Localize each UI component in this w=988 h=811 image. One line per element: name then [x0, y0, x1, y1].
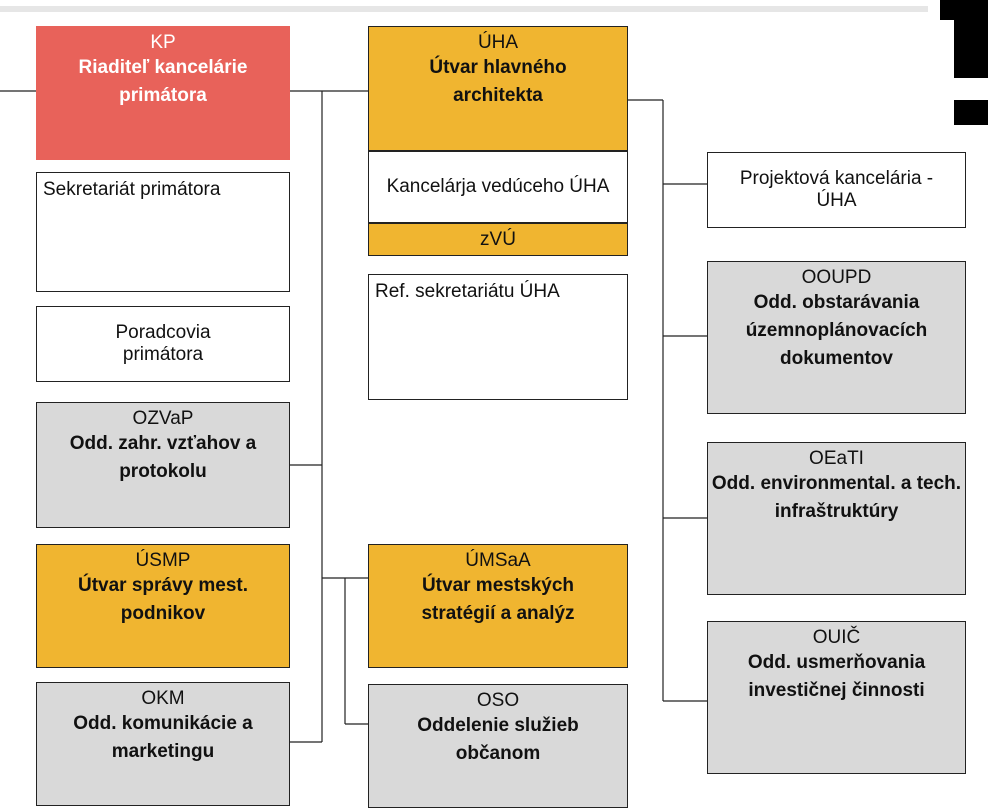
- uha-box: ÚHA Útvar hlavného architekta: [368, 26, 628, 151]
- umsaa-code: ÚMSaA: [465, 550, 531, 571]
- usmp-box: ÚSMP Útvar správy mest. podnikov: [36, 544, 290, 668]
- oso-name: Oddelenie služieb občanom: [417, 715, 579, 764]
- top-divider: [0, 6, 928, 12]
- oso-box: OSO Oddelenie služieb občanom: [368, 684, 628, 808]
- ooupd-box: OOUPD Odd. obstarávania územnoplánovacíc…: [707, 261, 966, 414]
- projektova-box: Projektová kancelária - ÚHA: [707, 152, 966, 228]
- sekretariat-name: Sekretariát primátora: [43, 179, 221, 200]
- kancelaria-uha-name: Kancelárja vedúceho ÚHA: [386, 176, 610, 197]
- ozvap-code: OZVaP: [132, 408, 194, 429]
- projektova-name: Projektová kancelária - ÚHA: [739, 168, 934, 211]
- oso-code: OSO: [476, 690, 520, 711]
- okm-name: Odd. komunikácie a marketingu: [73, 713, 253, 762]
- umsaa-box: ÚMSaA Útvar mestských stratégií a analýz: [368, 544, 628, 668]
- oeati-code: OEaTI: [809, 448, 864, 469]
- usmp-name: Útvar správy mest. podnikov: [77, 575, 249, 624]
- okm-box: OKM Odd. komunikácie a marketingu: [36, 682, 290, 806]
- sekretariat-box: Sekretariát primátora: [36, 172, 290, 292]
- zvu-box: zVÚ: [368, 223, 628, 256]
- ouic-code: OUIČ: [812, 627, 861, 648]
- ozvap-box: OZVaP Odd. zahr. vzťahov a protokolu: [36, 402, 290, 528]
- kp-name: Riaditeľ kancelárie primátora: [78, 57, 248, 106]
- oeati-box: OEaTI Odd. environmental. a tech. infraš…: [707, 442, 966, 595]
- ooupd-code: OOUPD: [801, 267, 872, 288]
- ozvap-name: Odd. zahr. vzťahov a protokolu: [69, 433, 257, 482]
- oeati-name: Odd. environmental. a tech. infraštruktú…: [711, 473, 962, 522]
- umsaa-name: Útvar mestských stratégií a analýz: [421, 575, 575, 624]
- ouic-box: OUIČ Odd. usmerňovania investičnej činno…: [707, 621, 966, 774]
- uha-name: Útvar hlavného architekta: [429, 57, 567, 106]
- ref-uha-box: Ref. sekretariátu ÚHA: [368, 274, 628, 400]
- poradcovia-name: Poradcovia primátora: [115, 322, 211, 365]
- uha-code: ÚHA: [477, 32, 519, 53]
- zvu-name: zVÚ: [480, 228, 516, 250]
- poradcovia-box: Poradcovia primátora: [36, 306, 290, 382]
- ref-uha-name: Ref. sekretariátu ÚHA: [375, 281, 560, 302]
- kp-code: KP: [150, 32, 176, 53]
- kancelaria-uha-box: Kancelárja vedúceho ÚHA: [368, 151, 628, 223]
- brand-logo-icon: [940, 0, 988, 125]
- okm-code: OKM: [141, 688, 185, 709]
- ooupd-name: Odd. obstarávania územnoplánovacích doku…: [745, 292, 928, 369]
- usmp-code: ÚSMP: [135, 550, 191, 571]
- ouic-name: Odd. usmerňovania investičnej činnosti: [747, 652, 926, 701]
- kp-box: KP Riaditeľ kancelárie primátora: [36, 26, 290, 160]
